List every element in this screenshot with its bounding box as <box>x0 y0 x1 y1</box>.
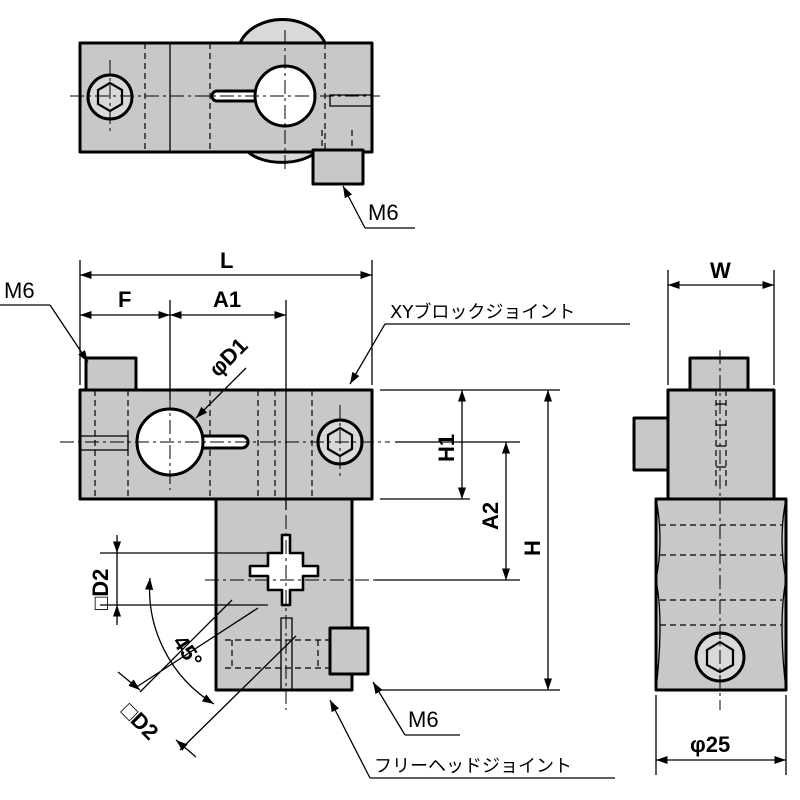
side-view <box>632 350 788 710</box>
label-phi25: φ25 <box>690 732 730 757</box>
dim-W <box>667 270 775 385</box>
label-m6-top: M6 <box>368 200 399 225</box>
front-view <box>60 356 390 710</box>
star-hole <box>248 533 320 607</box>
side-upper-block <box>666 388 776 501</box>
label-F: F <box>118 287 131 312</box>
dim-A1 <box>170 300 287 510</box>
label-A2: A2 <box>478 502 503 530</box>
top-view <box>70 18 415 229</box>
label-W: W <box>710 258 731 283</box>
label-H1: H1 <box>434 434 459 462</box>
side-m6-screw <box>328 626 370 676</box>
label-A1: A1 <box>213 287 241 312</box>
label-D2-diagonal: □D2 <box>116 698 163 745</box>
label-xy-block: XYブロックジョイント <box>390 301 575 323</box>
front-m6-screw <box>84 356 138 392</box>
label-free-head: フリーヘッドジョイント <box>374 756 572 777</box>
angle-arc <box>144 577 215 705</box>
label-m6-bottom: M6 <box>408 707 439 732</box>
label-D2-vertical: □D2 <box>88 569 113 610</box>
dim-L <box>79 260 373 385</box>
dim-phi25 <box>655 695 787 775</box>
dim-heights <box>375 389 560 691</box>
label-m6-left: M6 <box>4 278 35 303</box>
top-m6-screw <box>311 148 365 186</box>
dim-D2-diagonal <box>117 607 297 758</box>
label-L: L <box>220 248 233 273</box>
label-H: H <box>520 540 545 556</box>
label-D1: φD1 <box>204 333 253 382</box>
